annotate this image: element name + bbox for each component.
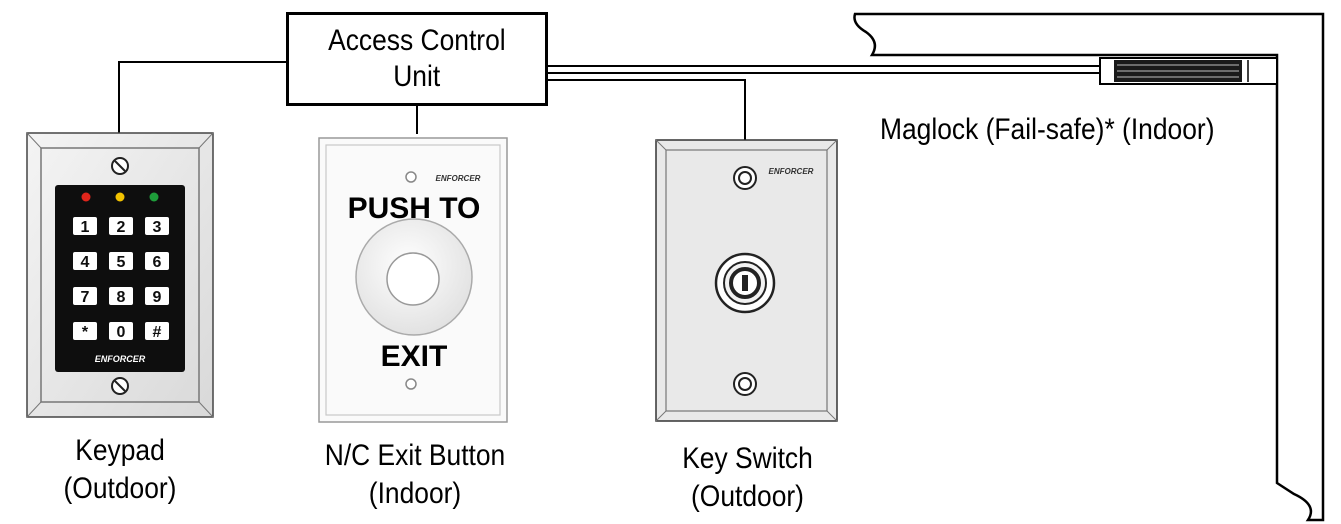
keypad-device: 1 2 3 4 5 6 7 8 9 * 0 # ENFORCER xyxy=(26,132,214,418)
keypad-key-label: 1 xyxy=(81,219,90,236)
wire-key-switch xyxy=(548,79,746,140)
keypad-keys: 1 2 3 4 5 6 7 8 9 * 0 # xyxy=(73,217,169,341)
keypad-key-label: # xyxy=(153,324,162,341)
exit-bottom-text: EXIT xyxy=(381,340,448,373)
maglock xyxy=(1099,57,1278,85)
status-led-icon xyxy=(115,192,125,202)
key-switch-brand: ENFORCER xyxy=(769,167,814,176)
keypad-key-label: 6 xyxy=(153,254,162,271)
keypad-key-label: 9 xyxy=(153,289,162,306)
keypad-key: 4 xyxy=(73,252,97,271)
screw-icon xyxy=(111,157,129,175)
keypad-key: 0 xyxy=(109,322,133,341)
acu-label-line2: Unit xyxy=(393,60,441,93)
keypad-brand: ENFORCER xyxy=(95,354,146,364)
keypad-key-label: 5 xyxy=(117,254,126,271)
exit-button-label-line1: N/C Exit Button xyxy=(324,439,506,472)
keypad-key: 3 xyxy=(145,217,169,236)
keypad-key: 1 xyxy=(73,217,97,236)
keypad-key: 9 xyxy=(145,287,169,306)
status-led-icon xyxy=(149,192,159,202)
key-switch-label-line2: (Outdoor) xyxy=(691,480,804,513)
keypad-key: * xyxy=(73,322,97,341)
keypad-key-label: 2 xyxy=(117,219,126,236)
keypad-key-label: * xyxy=(82,324,89,341)
keypad-key-label: 0 xyxy=(117,324,126,341)
maglock-label: Maglock (Fail-safe)* (Indoor) xyxy=(880,111,1215,149)
keypad-key: 2 xyxy=(109,217,133,236)
exit-button-label-line2: (Indoor) xyxy=(368,477,462,510)
keypad-key: 5 xyxy=(109,252,133,271)
exit-button-device: ENFORCER PUSH TO EXIT xyxy=(318,137,508,423)
screw-hole-icon xyxy=(733,372,757,396)
maglock-label-text: Maglock (Fail-safe)* (Indoor) xyxy=(880,113,1215,146)
keypad-label: Keypad (Outdoor) xyxy=(32,432,208,508)
exit-brand: ENFORCER xyxy=(436,174,481,183)
keypad-label-line2: (Outdoor) xyxy=(63,472,177,505)
wire-keypad xyxy=(118,61,286,133)
keypad-key: # xyxy=(145,322,169,341)
keypad-key-label: 8 xyxy=(117,289,126,306)
keypad-key: 8 xyxy=(109,287,133,306)
access-control-unit: Access Control Unit xyxy=(286,12,548,106)
keypad-key: 7 xyxy=(73,287,97,306)
exit-button-label: N/C Exit Button (Indoor) xyxy=(309,437,520,513)
key-switch-device: ENFORCER xyxy=(655,139,838,422)
acu-label-line1: Access Control xyxy=(328,24,506,57)
keypad-leds xyxy=(81,192,159,202)
keypad-key-label: 4 xyxy=(81,254,90,271)
screw-hole-icon xyxy=(405,171,417,183)
keypad-key-label: 7 xyxy=(81,289,90,306)
keypad-key: 6 xyxy=(145,252,169,271)
key-switch-label-line1: Key Switch xyxy=(682,442,813,475)
door-frame xyxy=(853,12,1325,522)
keypad-face xyxy=(55,185,185,372)
wires xyxy=(118,61,1102,140)
screw-icon xyxy=(111,377,129,395)
keypad-label-line1: Keypad xyxy=(75,434,165,467)
screw-hole-icon xyxy=(733,166,757,190)
key-switch-label: Key Switch (Outdoor) xyxy=(653,440,842,516)
status-led-icon xyxy=(81,192,91,202)
screw-hole-icon xyxy=(405,378,417,390)
key-cylinder-icon xyxy=(714,252,776,314)
keypad-key-label: 3 xyxy=(153,219,162,236)
